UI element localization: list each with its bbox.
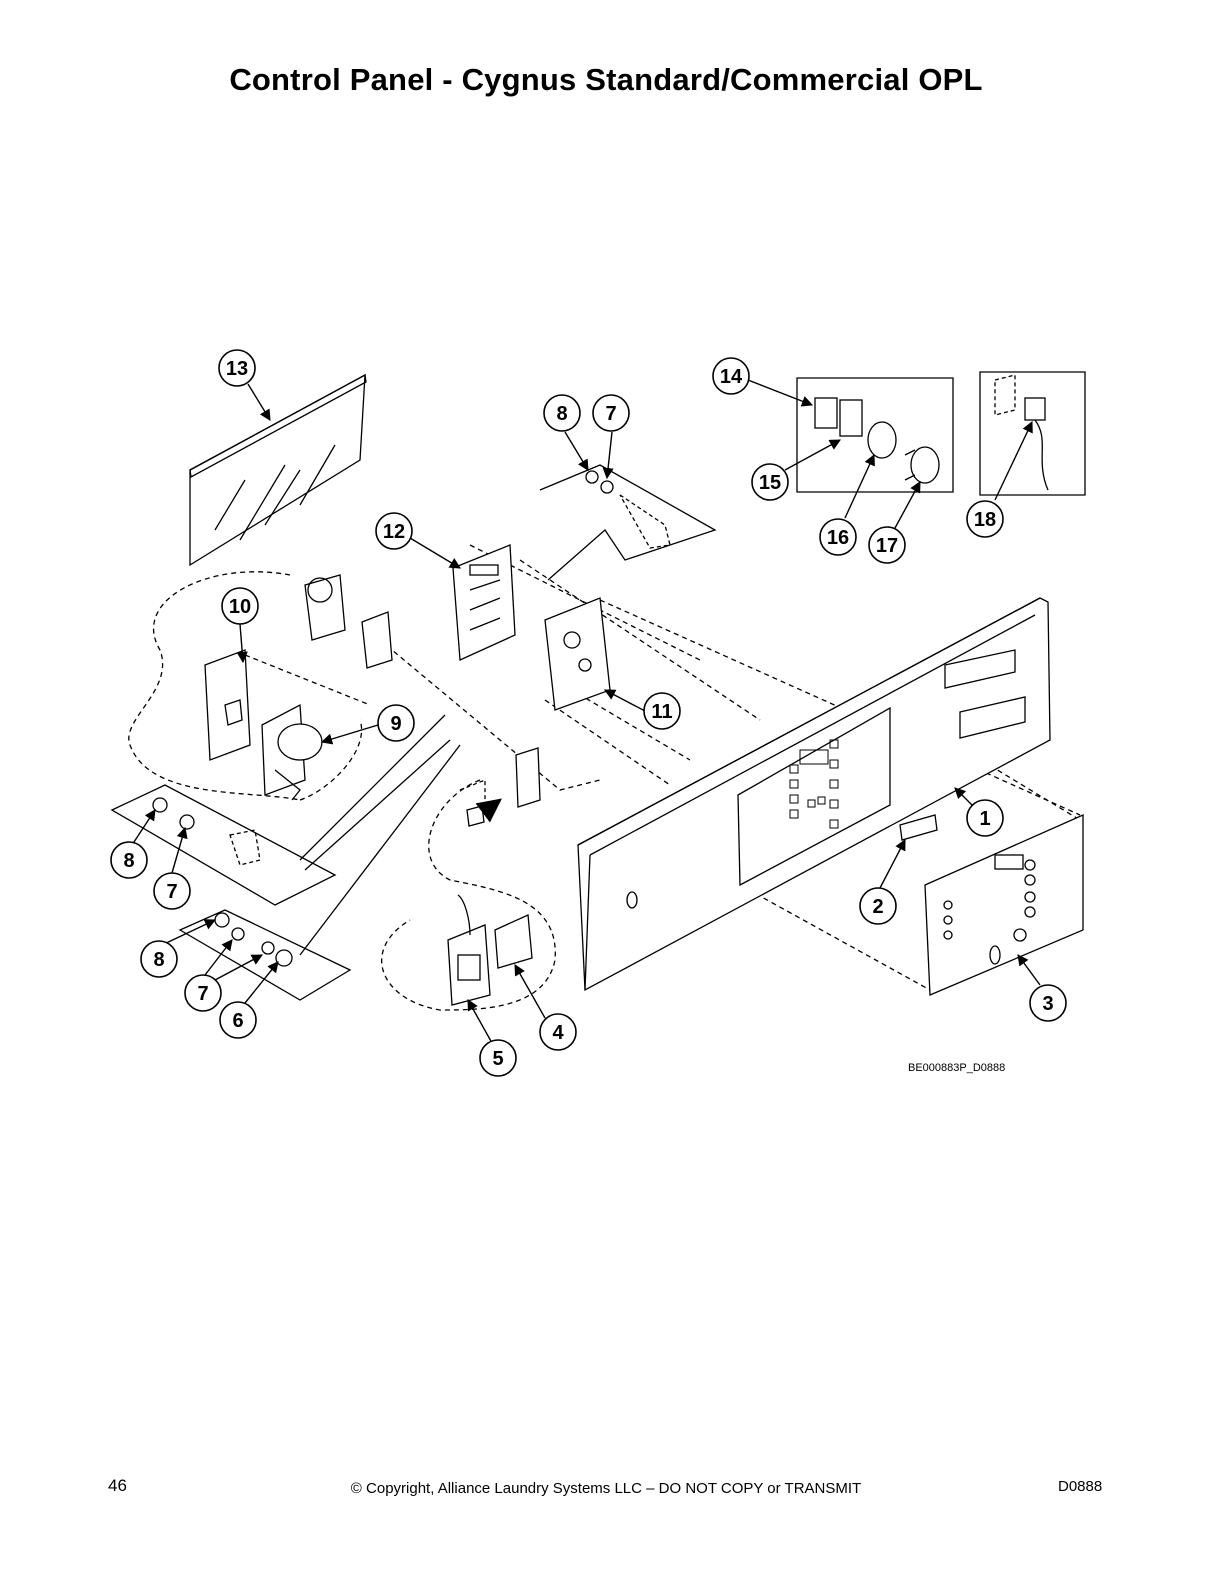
svg-text:4: 4 <box>552 1022 564 1044</box>
document-code: D0888 <box>1058 1478 1103 1495</box>
hardware-callout-boxes <box>110 371 1086 1001</box>
svg-text:5: 5 <box>492 1048 503 1070</box>
overlay-panel-part <box>189 373 367 567</box>
svg-text:8: 8 <box>153 949 164 971</box>
svg-text:8: 8 <box>123 850 134 872</box>
callout-16: 16 <box>819 518 857 556</box>
callout-10: 10 <box>221 587 259 625</box>
svg-text:14: 14 <box>720 366 743 388</box>
page-number: 46 <box>108 1476 127 1495</box>
callout-15: 15 <box>751 463 789 501</box>
svg-text:16: 16 <box>827 527 849 549</box>
svg-text:7: 7 <box>166 881 177 903</box>
callout-8: 8 <box>110 841 148 879</box>
card-reader-part <box>447 747 541 1006</box>
bracket-part <box>204 574 346 761</box>
callout-2: 2 <box>859 887 897 925</box>
control-panel-housing-part <box>577 597 1051 992</box>
callout-7: 7 <box>184 974 222 1012</box>
callout-14: 14 <box>712 357 750 395</box>
connector-part <box>361 611 393 669</box>
callout-6: 6 <box>219 1001 257 1039</box>
svg-text:3: 3 <box>1042 993 1053 1015</box>
svg-text:8: 8 <box>556 403 567 425</box>
callouts: 13 8 7 12 10 9 11 14 15 16 17 18 1 8 7 2… <box>110 349 1067 1077</box>
svg-text:15: 15 <box>759 472 781 494</box>
callout-5: 5 <box>479 1039 517 1077</box>
svg-text:9: 9 <box>390 713 401 735</box>
callout-8: 8 <box>140 940 178 978</box>
overlay-decal-part <box>924 814 1084 996</box>
buzzer-part <box>261 703 323 801</box>
callout-3: 3 <box>1029 984 1067 1022</box>
figure-id: BE000883P_D0888 <box>908 1062 1005 1074</box>
harness-connector-part <box>994 374 1049 491</box>
callout-7: 7 <box>153 872 191 910</box>
callout-leaders <box>131 379 1041 1044</box>
svg-text:12: 12 <box>383 521 405 543</box>
interface-board-part <box>544 597 611 711</box>
svg-text:13: 13 <box>226 358 248 380</box>
callout-17: 17 <box>868 526 906 564</box>
callout-18: 18 <box>966 500 1004 538</box>
svg-text:11: 11 <box>651 701 672 723</box>
svg-text:17: 17 <box>876 535 898 557</box>
switch-assembly-part <box>814 397 940 484</box>
svg-text:1: 1 <box>979 808 990 830</box>
svg-text:7: 7 <box>197 983 208 1005</box>
svg-text:2: 2 <box>872 896 883 918</box>
card-reader-label-part <box>899 814 938 841</box>
callout-7: 7 <box>592 394 630 432</box>
svg-text:7: 7 <box>605 403 616 425</box>
callout-8: 8 <box>543 394 581 432</box>
callout-4: 4 <box>539 1013 577 1051</box>
callout-12: 12 <box>375 512 413 550</box>
page-title: Control Panel - Cygnus Standard/Commerci… <box>229 62 983 97</box>
svg-text:18: 18 <box>974 509 996 531</box>
callout-1: 1 <box>966 799 1004 837</box>
callout-13: 13 <box>218 349 256 387</box>
copyright-notice: © Copyright, Alliance Laundry Systems LL… <box>350 1480 862 1497</box>
svg-text:6: 6 <box>232 1010 243 1032</box>
control-board-part <box>452 544 516 661</box>
callout-9: 9 <box>377 704 415 742</box>
callout-11: 11 <box>643 692 681 730</box>
svg-text:10: 10 <box>229 596 251 618</box>
